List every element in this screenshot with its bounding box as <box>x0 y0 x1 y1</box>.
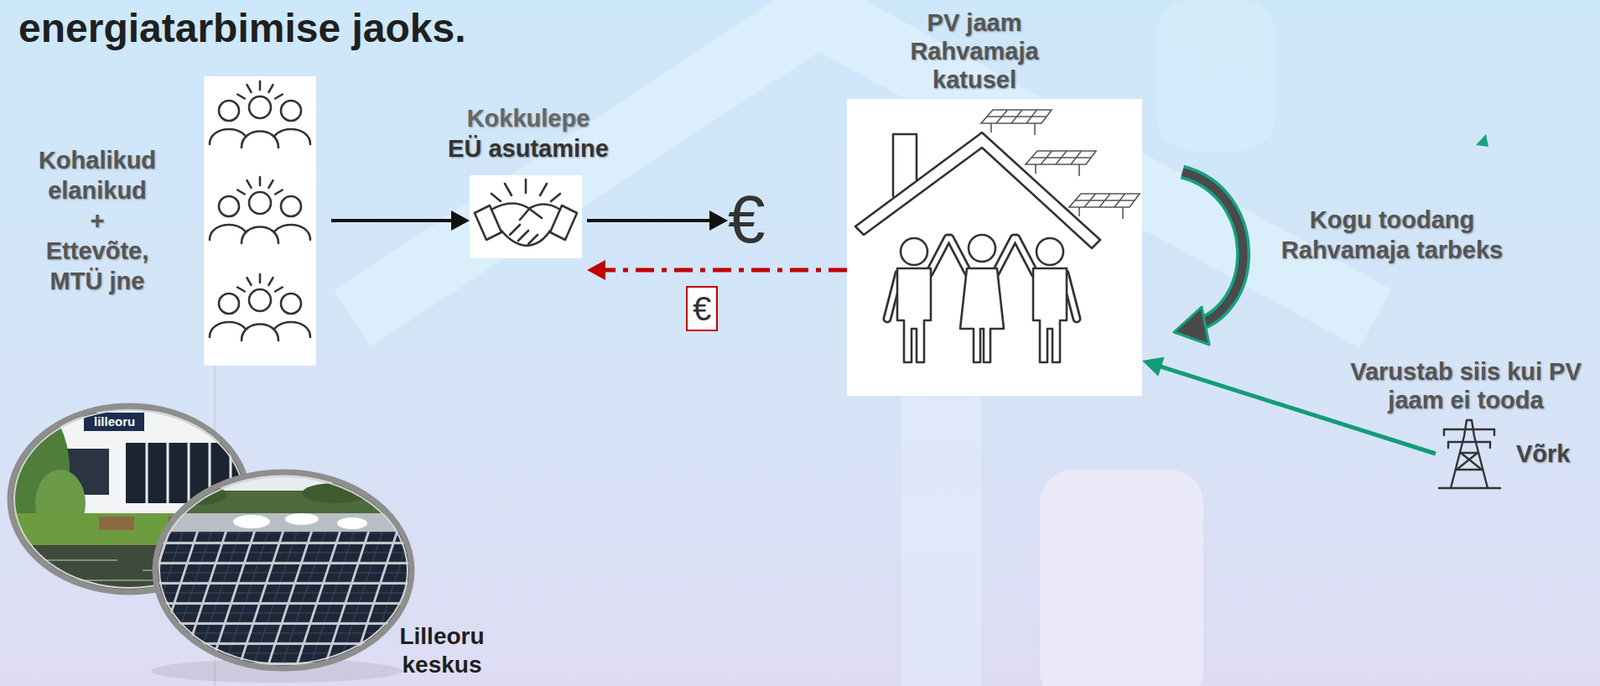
solar-panel <box>1025 150 1097 177</box>
arrow-head <box>709 210 728 231</box>
drawn-line <box>1489 441 1491 448</box>
house-icon <box>855 132 1101 363</box>
drawn-line <box>491 193 501 202</box>
sign-text: lilleoru <box>93 414 136 430</box>
node-text: Kohalikud elanikud + Ettevõte, MTÜ jne <box>37 145 157 297</box>
drawn-path <box>960 268 1004 363</box>
solar-roof-photo <box>155 472 413 669</box>
drawn-circle <box>900 238 928 265</box>
connector <box>602 268 847 273</box>
drawn-line <box>550 193 561 202</box>
drawn-line <box>1460 451 1478 454</box>
drawn-path <box>509 224 538 245</box>
drawn-polygon <box>474 205 502 240</box>
money-flow-label: € <box>685 285 718 332</box>
drawn-line <box>1438 487 1501 489</box>
drawn-line <box>1448 441 1491 443</box>
photo-rim-inner <box>159 476 408 665</box>
drawn-circle <box>1036 238 1064 265</box>
curved-arrow <box>1182 171 1244 328</box>
drawn-path <box>1033 268 1067 363</box>
drawn-line <box>1456 468 1482 471</box>
drawn-line <box>1443 429 1445 436</box>
ghost-door <box>1039 469 1204 686</box>
lilleoru-photos: Lilleoru keskus <box>8 405 413 669</box>
drawn-path <box>519 203 561 220</box>
power-tower-icon <box>1438 420 1501 489</box>
drawn-path <box>897 268 931 363</box>
node-text: Võrk <box>1516 438 1570 469</box>
photo-rim <box>155 472 412 669</box>
drawn-line <box>1493 429 1496 436</box>
solar-panel <box>1069 193 1140 219</box>
drawn-rect <box>155 472 413 669</box>
people-icon <box>209 81 311 148</box>
drawn-rect <box>155 513 413 669</box>
icon-ground <box>469 175 582 259</box>
drawn-rect <box>155 531 413 669</box>
connector <box>587 218 713 223</box>
page-title: energiatarbimise jaoks. <box>18 5 467 52</box>
node-text: PV jaam Rahvamaja katusel <box>890 8 1059 94</box>
drawn-line <box>1444 428 1495 431</box>
icon-ground <box>846 98 1143 396</box>
node-text: € <box>727 186 766 254</box>
node-text: EÜ asutamine <box>427 133 629 164</box>
drawn-circle <box>968 234 996 262</box>
flow-note: Kogu toodang Rahvamaja tarbeks <box>1277 204 1507 265</box>
connector <box>331 218 455 223</box>
drawn-ellipse <box>233 514 271 529</box>
curved-arrow-head <box>1174 306 1210 345</box>
arrow-head <box>451 210 470 231</box>
money-node: € <box>727 186 768 255</box>
drawn-line <box>1460 452 1482 470</box>
drawn-polygon <box>550 205 577 240</box>
arrow-head <box>587 259 606 281</box>
community-house: PV jaam Rahvamaja katusel <box>846 98 1143 396</box>
solar-panel <box>981 109 1052 136</box>
drawn-line <box>1447 441 1450 448</box>
icon-ground <box>203 76 317 366</box>
drawn-rect <box>98 516 135 530</box>
people-icon <box>209 176 311 244</box>
agreement-node: KokkulepeEÜ asutamine <box>469 175 588 281</box>
drawn-line <box>540 183 547 196</box>
drawn-path <box>855 132 1101 249</box>
drawn-line <box>524 179 528 193</box>
backup-note: Varustab siis kui PV jaam ei tooda <box>1340 357 1592 415</box>
drawn-line <box>1456 452 1478 470</box>
arrow-head <box>1142 357 1165 377</box>
drawn-ellipse <box>285 513 319 525</box>
stakeholder-group: Kohalikud elanikud + Ettevõte, MTÜ jne <box>25 75 332 366</box>
ghost-chimney <box>1157 0 1275 151</box>
handshake-icon <box>474 179 577 246</box>
drawn-ellipse <box>337 517 368 530</box>
people-icon <box>209 274 311 341</box>
grid-node: Võrk <box>1435 416 1587 491</box>
green-mark <box>1475 134 1489 147</box>
node-text: Lilleoru keskus <box>387 622 497 680</box>
drawn-line <box>504 183 512 196</box>
node-text: Kokkulepe <box>427 103 629 134</box>
curved-arrow-outline <box>1182 171 1244 328</box>
